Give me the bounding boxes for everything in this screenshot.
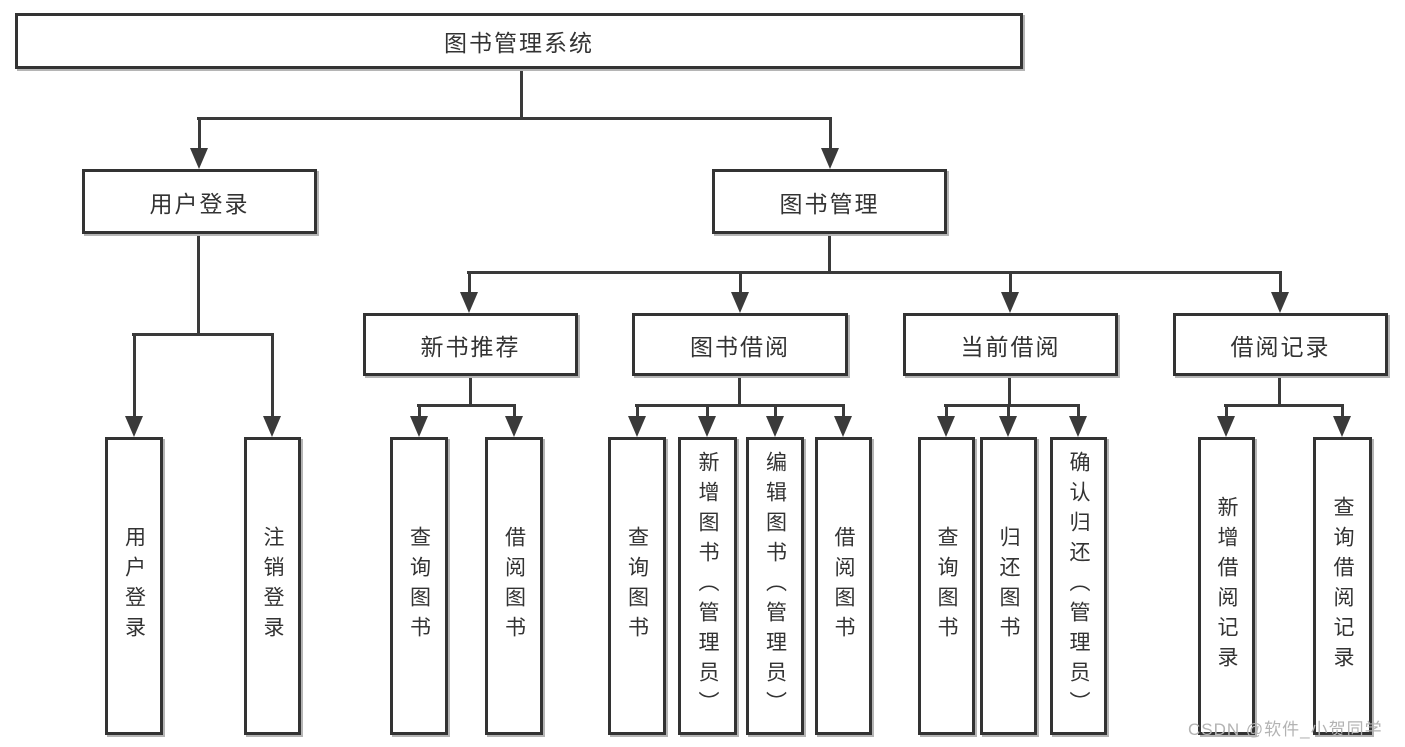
leaf-logout: 注销登录 (244, 437, 301, 735)
node-book-borrow: 图书借阅 (632, 313, 848, 376)
connector-level3-rail (467, 271, 1282, 274)
leaf-borrow-query-label: 查询图书 (625, 526, 649, 646)
arrow-down-icon (1008, 271, 1012, 292)
arrow-down-icon (1224, 404, 1228, 416)
connector-login-rail (132, 333, 274, 336)
arrow-down-icon (132, 333, 136, 416)
leaf-user-login: 用户登录 (105, 437, 163, 735)
connector-current-rail (944, 404, 1080, 407)
node-book-mgmt: 图书管理 (712, 169, 947, 234)
leaf-newbook-query: 查询图书 (390, 437, 448, 735)
leaf-newbook-borrow-label: 借阅图书 (502, 526, 526, 646)
node-current-borrow: 当前借阅 (903, 313, 1118, 376)
connector-records-drop (1278, 376, 1281, 407)
connector-level2-rail (197, 117, 832, 120)
node-borrow-records-label: 借阅记录 (1230, 333, 1331, 360)
node-book-borrow-label: 图书借阅 (690, 333, 790, 360)
arrow-down-icon (467, 271, 471, 292)
connector-login-drop (197, 234, 200, 335)
node-current-borrow-label: 当前借阅 (960, 333, 1061, 360)
arrow-down-icon (270, 333, 274, 416)
leaf-borrow-query: 查询图书 (608, 437, 666, 735)
arrow-down-icon (705, 404, 709, 416)
arrow-down-icon (773, 404, 777, 416)
leaf-logout-label: 注销登录 (261, 526, 284, 646)
connector-newbook-rail (417, 404, 516, 407)
arrow-down-icon (635, 404, 639, 416)
node-borrow-records: 借阅记录 (1173, 313, 1388, 376)
arrow-down-icon (417, 404, 421, 416)
arrow-down-icon (828, 117, 832, 148)
connector-current-drop (1008, 376, 1011, 407)
leaf-borrow-borrow-label: 借阅图书 (832, 526, 855, 646)
connector-borrow-drop (738, 376, 741, 407)
leaf-newbook-borrow: 借阅图书 (485, 437, 543, 735)
leaf-records-query: 查询借阅记录 (1313, 437, 1372, 735)
connector-root-drop (520, 67, 523, 119)
leaf-borrow-add: 新增图书（管理员） (678, 437, 737, 735)
arrow-down-icon (1006, 404, 1010, 416)
arrow-down-icon (944, 404, 948, 416)
arrow-down-icon (1278, 271, 1282, 292)
leaf-records-add-label: 新增借阅记录 (1215, 496, 1238, 676)
node-user-login: 用户登录 (82, 169, 317, 234)
node-new-book-rec-label: 新书推荐 (420, 333, 521, 360)
arrow-down-icon (738, 271, 742, 292)
leaf-records-query-label: 查询借阅记录 (1331, 496, 1354, 676)
leaf-borrow-borrow: 借阅图书 (815, 437, 872, 735)
leaf-user-login-label: 用户登录 (122, 526, 146, 646)
node-root: 图书管理系统 (15, 13, 1023, 69)
node-book-mgmt-label: 图书管理 (779, 190, 880, 217)
leaf-borrow-add-label: 新增图书（管理员） (696, 451, 719, 721)
arrow-down-icon (841, 404, 845, 416)
node-user-login-label: 用户登录 (149, 190, 250, 217)
leaf-current-query-label: 查询图书 (935, 526, 958, 646)
connector-mgmt-drop (828, 234, 831, 274)
connector-borrow-rail (635, 404, 845, 407)
arrow-down-icon (1076, 404, 1080, 416)
leaf-current-confirm-label: 确认归还（管理员） (1067, 451, 1090, 721)
leaf-borrow-edit-label: 编辑图书（管理员） (763, 451, 787, 721)
node-new-book-rec: 新书推荐 (363, 313, 578, 376)
leaf-newbook-query-label: 查询图书 (407, 526, 431, 646)
connector-newbook-drop (469, 376, 472, 407)
leaf-current-query: 查询图书 (918, 437, 975, 735)
leaf-current-return-label: 归还图书 (997, 526, 1020, 646)
leaf-records-add: 新增借阅记录 (1198, 437, 1255, 735)
watermark: CSDN @软件_小贺同学 (1188, 720, 1383, 739)
arrow-down-icon (197, 117, 201, 148)
leaf-borrow-edit: 编辑图书（管理员） (746, 437, 804, 735)
node-root-label: 图书管理系统 (444, 30, 594, 56)
arrow-down-icon (1340, 404, 1344, 416)
arrow-down-icon (512, 404, 516, 416)
leaf-current-return: 归还图书 (980, 437, 1037, 735)
leaf-current-confirm: 确认归还（管理员） (1050, 437, 1107, 735)
connector-records-rail (1224, 404, 1344, 407)
